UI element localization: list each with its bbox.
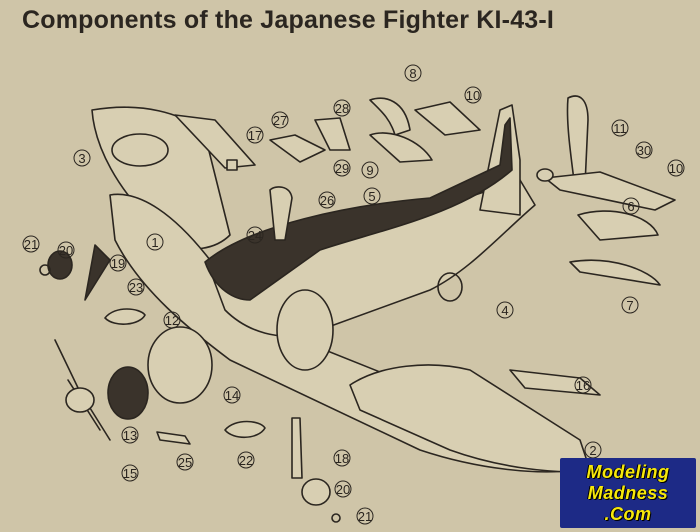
callout-4: 4 (496, 301, 514, 319)
callout-20a: 20 (57, 241, 75, 259)
callout-10a: 10 (464, 86, 482, 104)
svg-text:24: 24 (248, 228, 262, 243)
callout-28: 28 (333, 99, 351, 117)
part-10-upper (414, 101, 481, 136)
svg-text:21: 21 (358, 509, 372, 524)
svg-text:20: 20 (59, 243, 73, 258)
callout-26: 26 (318, 191, 336, 209)
canopy-28 (314, 117, 351, 151)
drop-tank-23 (104, 308, 146, 325)
callout-10b: 10 (667, 159, 685, 177)
svg-text:14: 14 (225, 388, 239, 403)
logo-line-2: Madness (587, 482, 669, 503)
callout-9: 9 (361, 161, 379, 179)
logo-line-3: .Com (604, 503, 652, 524)
svg-text:29: 29 (335, 161, 349, 176)
svg-text:10: 10 (466, 88, 480, 103)
flap-16 (509, 369, 601, 396)
svg-text:15: 15 (123, 466, 137, 481)
callout-23: 23 (127, 278, 145, 296)
part-10-right (544, 171, 676, 211)
callout-20b: 20 (334, 480, 352, 498)
svg-text:20: 20 (336, 482, 350, 497)
svg-text:13: 13 (123, 428, 137, 443)
part-8 (369, 97, 411, 136)
svg-text:19: 19 (111, 256, 125, 271)
callout-22: 22 (237, 451, 255, 469)
svg-text:5: 5 (368, 189, 375, 204)
callout-8: 8 (404, 64, 422, 82)
callout-12: 12 (163, 311, 181, 329)
callout-15: 15 (121, 464, 139, 482)
svg-text:3: 3 (78, 151, 85, 166)
upper-wing-left (91, 106, 231, 250)
svg-text:4: 4 (501, 303, 508, 318)
stabilizer-7 (569, 259, 661, 286)
callout-27: 27 (271, 111, 289, 129)
drop-tank-22 (224, 420, 266, 439)
svg-text:1: 1 (151, 235, 158, 250)
svg-text:30: 30 (637, 143, 651, 158)
part-25 (156, 431, 191, 445)
svg-text:22: 22 (239, 453, 253, 468)
logo-line-1: Modeling (586, 461, 670, 482)
modeling-madness-logo: Modeling Madness .Com (560, 458, 696, 528)
callout-18: 18 (333, 449, 351, 467)
callout-21b: 21 (356, 507, 374, 525)
fuselage-half-dark (204, 117, 513, 301)
svg-text:16: 16 (576, 378, 590, 393)
callout-5: 5 (363, 187, 381, 205)
callout-11: 11 (611, 119, 629, 137)
callout-13: 13 (121, 426, 139, 444)
svg-text:28: 28 (335, 101, 349, 116)
part-9 (369, 132, 433, 163)
callout-16: 16 (574, 376, 592, 394)
callout-29: 29 (333, 159, 351, 177)
callout-2: 2 (584, 441, 602, 459)
svg-text:2: 2 (589, 443, 596, 458)
svg-text:7: 7 (626, 298, 633, 313)
callout-21a: 21 (22, 235, 40, 253)
svg-text:10: 10 (669, 161, 683, 176)
callout-6: 6 (622, 197, 640, 215)
pilot-figure (269, 186, 293, 241)
callout-14: 14 (223, 386, 241, 404)
svg-text:23: 23 (129, 280, 143, 295)
svg-text:26: 26 (320, 193, 334, 208)
callout-24: 24 (246, 226, 264, 244)
svg-text:6: 6 (627, 199, 634, 214)
svg-text:8: 8 (409, 66, 416, 81)
callout-3: 3 (73, 149, 91, 167)
callout-1: 1 (146, 233, 164, 251)
canopy-27 (269, 134, 326, 163)
stabilizer-6 (577, 210, 659, 241)
callout-25: 25 (176, 453, 194, 471)
svg-text:21: 21 (24, 237, 38, 252)
svg-text:17: 17 (248, 128, 262, 143)
gear-leg (84, 244, 111, 301)
callout-30: 30 (635, 141, 653, 159)
callout-17: 17 (246, 126, 264, 144)
svg-text:12: 12 (165, 313, 179, 328)
svg-text:9: 9 (366, 163, 373, 178)
svg-text:25: 25 (178, 455, 192, 470)
svg-text:27: 27 (273, 113, 287, 128)
svg-text:18: 18 (335, 451, 349, 466)
svg-text:11: 11 (613, 121, 627, 136)
callout-19: 19 (109, 254, 127, 272)
diagram-title: Components of the Japanese Fighter KI-43… (22, 6, 555, 34)
landing-gear-door-18 (291, 417, 303, 479)
callout-7: 7 (621, 296, 639, 314)
flap-17 (174, 114, 256, 169)
